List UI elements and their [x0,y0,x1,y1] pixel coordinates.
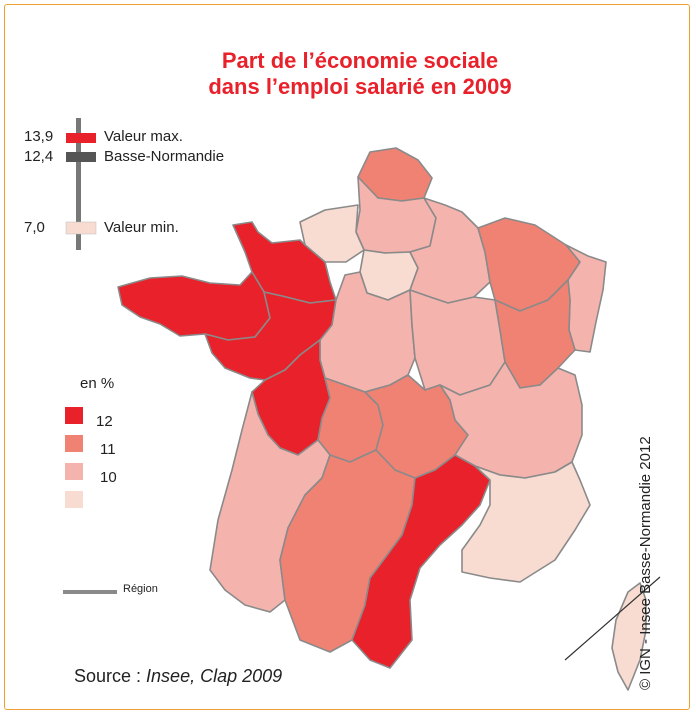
legend-label-12: 12 [96,413,113,430]
title-line-2: dans l’emploi salarié en 2009 [208,74,512,99]
scale-axis [76,118,81,250]
scale-region-value: 12,4 [24,148,54,165]
region-bretagne [117,271,271,341]
region-rhone-alpes [439,361,583,479]
scale-region-label: Basse-Normandie [104,148,225,165]
copyright-note: © IGN - Insee Basse-Normandie 2012 [637,436,654,690]
legend-swatch-12 [65,407,83,424]
source-reference: Insee, Clap 2009 [146,666,283,686]
region-provence-alpes-cote-d-azur [461,461,591,583]
title-line-1: Part de l’économie sociale [221,48,499,73]
legend-label-10: 10 [100,469,117,486]
region-alsace [565,244,607,353]
scale-max-marker [66,133,96,143]
legend-title: en % [80,375,115,392]
scale-max-label: Valeur max. [104,128,183,145]
scale-max-value: 13,9 [24,128,54,145]
inset-separator [564,576,661,661]
legend-region-label: Région [123,583,158,595]
scale-min-value: 7,0 [24,219,45,236]
legend-swatch-10 [65,463,83,480]
legend-swatch-lowest [65,491,83,508]
map-frame [4,4,690,710]
scale-region-marker [66,152,96,162]
legend-swatch-11 [65,435,83,452]
legend-label-11: 11 [100,441,116,458]
regions [117,147,647,691]
scale-min-marker [65,221,97,235]
map-title: Part de l’économie sociale dans l’emploi… [140,48,580,100]
region-bourgogne [409,289,506,396]
source-note: Source : Insee, Clap 2009 [74,666,282,687]
scale-min-label: Valeur min. [104,219,179,236]
source-prefix: Source : [74,666,147,686]
